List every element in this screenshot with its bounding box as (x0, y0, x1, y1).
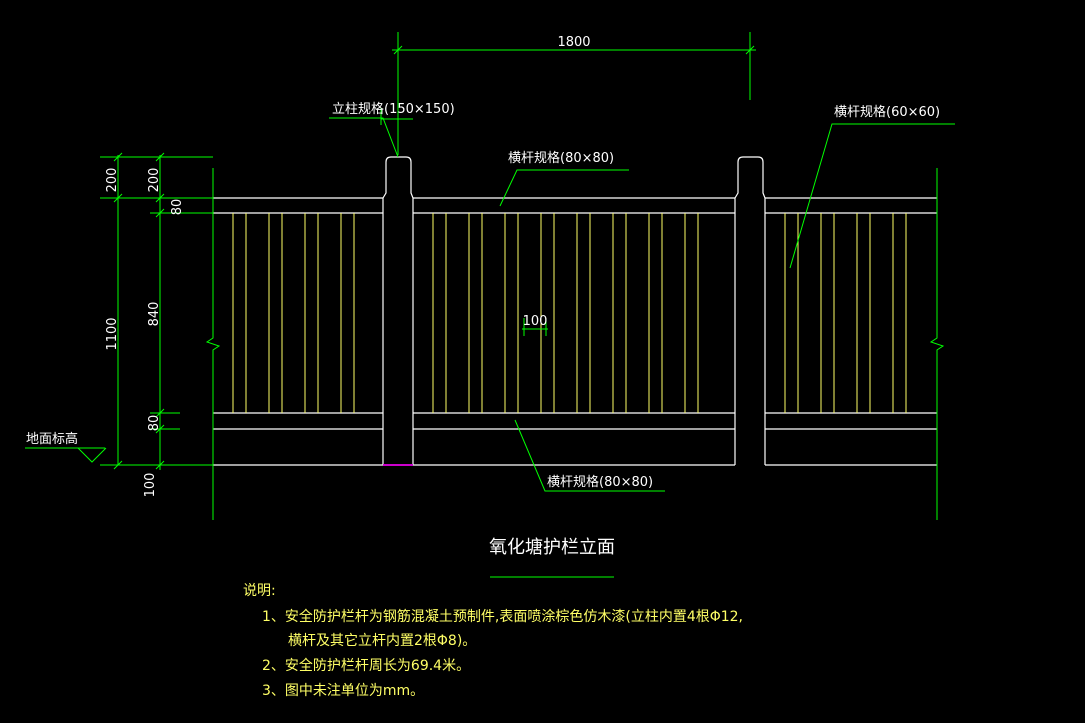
post-right (734, 156, 766, 465)
label-bottom-rail-spec: 横杆规格(80×80) (547, 474, 653, 490)
note-item-1: 1、安全防护栏杆为钢筋混凝土预制件,表面喷涂棕色仿木漆(立柱内置4根Φ12, (262, 608, 743, 625)
notes-heading: 说明: (243, 583, 276, 599)
balusters (232, 213, 907, 413)
dim-top-rail: 80 (170, 199, 185, 216)
label-ground-level: 地面标高 (26, 431, 78, 447)
label-top-rail-spec: 横杆规格(80×80) (508, 150, 614, 166)
dim-infill-height: 840 (147, 302, 162, 327)
railing-outline (213, 197, 937, 466)
note-item-1-cont: 横杆及其它立杆内置2根Φ8)。 (288, 632, 476, 649)
dim-total-height: 1100 (105, 317, 120, 350)
post-left (382, 156, 414, 465)
dim-top-offset-right: 200 (147, 168, 162, 193)
dim-top-offset-left: 200 (105, 168, 120, 193)
dim-baluster-gap: 100 (523, 314, 548, 329)
note-item-3: 3、图中未注单位为mm。 (262, 683, 424, 699)
label-post-spec: 立柱规格(150×150) (332, 101, 455, 117)
label-right-rail-spec: 横杆规格(60×60) (834, 104, 940, 120)
dim-post-spacing: 1800 (557, 35, 590, 50)
dim-bottom-rail: 80 (147, 415, 162, 432)
note-item-2: 2、安全防护栏杆周长为69.4米。 (262, 657, 470, 674)
drawing-title: 氧化塘护栏立面 (489, 537, 615, 558)
dim-base: 100 (143, 473, 158, 498)
dimension-lines (25, 32, 955, 578)
